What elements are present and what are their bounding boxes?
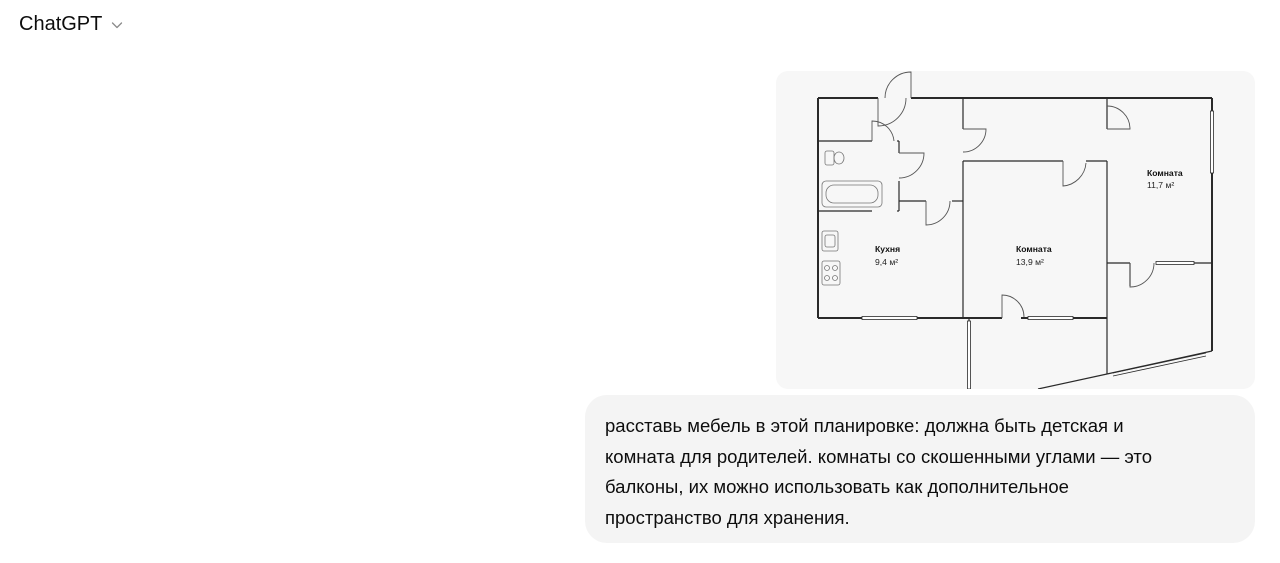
room-name-label: Комната (1016, 244, 1052, 254)
model-selector[interactable]: ChatGPT (19, 11, 124, 37)
room-name-label: Комната (1147, 168, 1183, 178)
model-name: ChatGPT (19, 13, 103, 35)
attached-image[interactable]: Комната 11,7 м² Кухня 9,4 м² Комната 13,… (776, 71, 1255, 389)
room-area-label: 13,9 м² (1016, 257, 1044, 267)
room-name-label: Кухня (875, 244, 900, 254)
room-area-label: 9,4 м² (875, 257, 898, 267)
user-message-text: расставь мебель в этой планировке: должн… (605, 415, 1152, 528)
chevron-down-icon (110, 18, 124, 32)
user-message-bubble: расставь мебель в этой планировке: должн… (585, 395, 1255, 543)
room-area-label: 11,7 м² (1147, 180, 1174, 190)
floor-plan-drawing: Комната 11,7 м² Кухня 9,4 м² Комната 13,… (817, 71, 1214, 389)
